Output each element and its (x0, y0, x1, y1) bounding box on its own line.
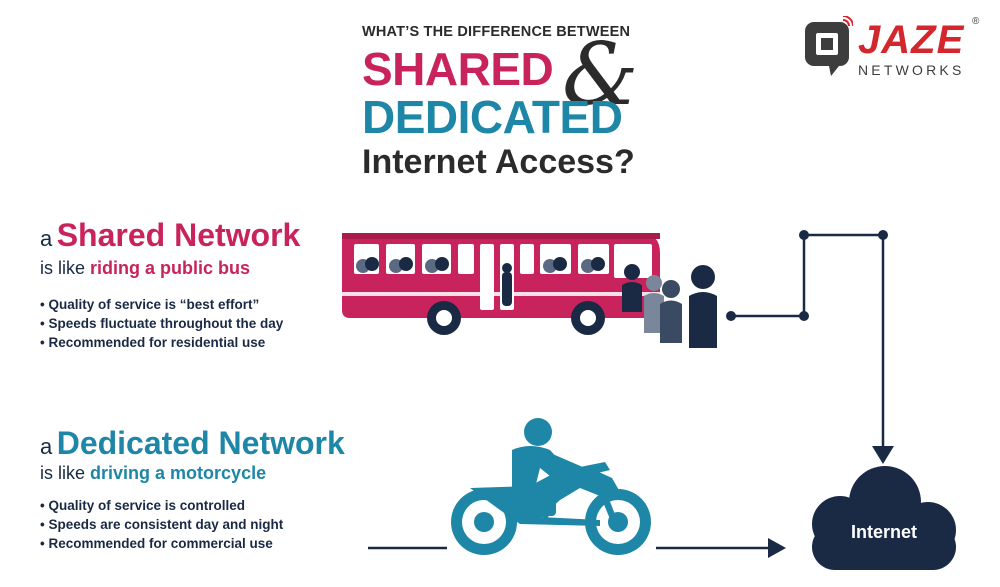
list-item: Recommended for commercial use (40, 534, 283, 553)
dedicated-prefix: a (40, 434, 53, 459)
header-ampersand: & (562, 25, 639, 125)
arrow-down-icon (872, 446, 894, 464)
shared-prefix: a (40, 226, 53, 251)
header-question: WHAT’S THE DIFFERENCE BETWEEN (362, 24, 631, 40)
shared-heading: a Shared Network (40, 216, 300, 254)
header-shared: SHARED (362, 43, 554, 95)
dedicated-heading: a Dedicated Network (40, 424, 345, 462)
bus-icon (342, 233, 660, 335)
header-dedicated: DEDICATED (362, 91, 623, 143)
list-item: Speeds are consistent day and night (40, 515, 283, 534)
header-internet-access: Internet Access? (362, 143, 635, 181)
shared-subtitle: is like riding a public bus (40, 257, 250, 279)
motorcycle-icon (451, 418, 651, 555)
arrow-right-icon (768, 538, 786, 558)
cloud-icon (812, 466, 956, 570)
dedicated-subtitle: is like driving a motorcycle (40, 462, 266, 484)
list-item: Speeds fluctuate throughout the day (40, 314, 283, 333)
passengers-icon (622, 264, 717, 348)
logo-icon (803, 15, 854, 78)
connection-nodes (726, 230, 894, 464)
logo-name: JAZE (858, 18, 965, 62)
list-item: Quality of service is “best effort” (40, 295, 283, 314)
shared-sub-highlight: riding a public bus (90, 258, 251, 278)
logo-registered: ® (972, 16, 980, 27)
shared-connection-lines (731, 233, 885, 448)
shared-bullets: Quality of service is “best effort” Spee… (40, 295, 283, 352)
shared-title: Shared Network (56, 217, 301, 253)
dedicated-bullets: Quality of service is controlled Speeds … (40, 496, 283, 553)
dedicated-sub-highlight: driving a motorcycle (90, 463, 267, 483)
dedicated-sub-prefix: is like (40, 463, 86, 483)
internet-label: Internet (850, 522, 917, 542)
list-item: Quality of service is controlled (40, 496, 283, 515)
logo-sub: NETWORKS (858, 62, 965, 78)
dedicated-title: Dedicated Network (56, 425, 345, 461)
list-item: Recommended for residential use (40, 333, 283, 352)
shared-sub-prefix: is like (40, 258, 86, 278)
